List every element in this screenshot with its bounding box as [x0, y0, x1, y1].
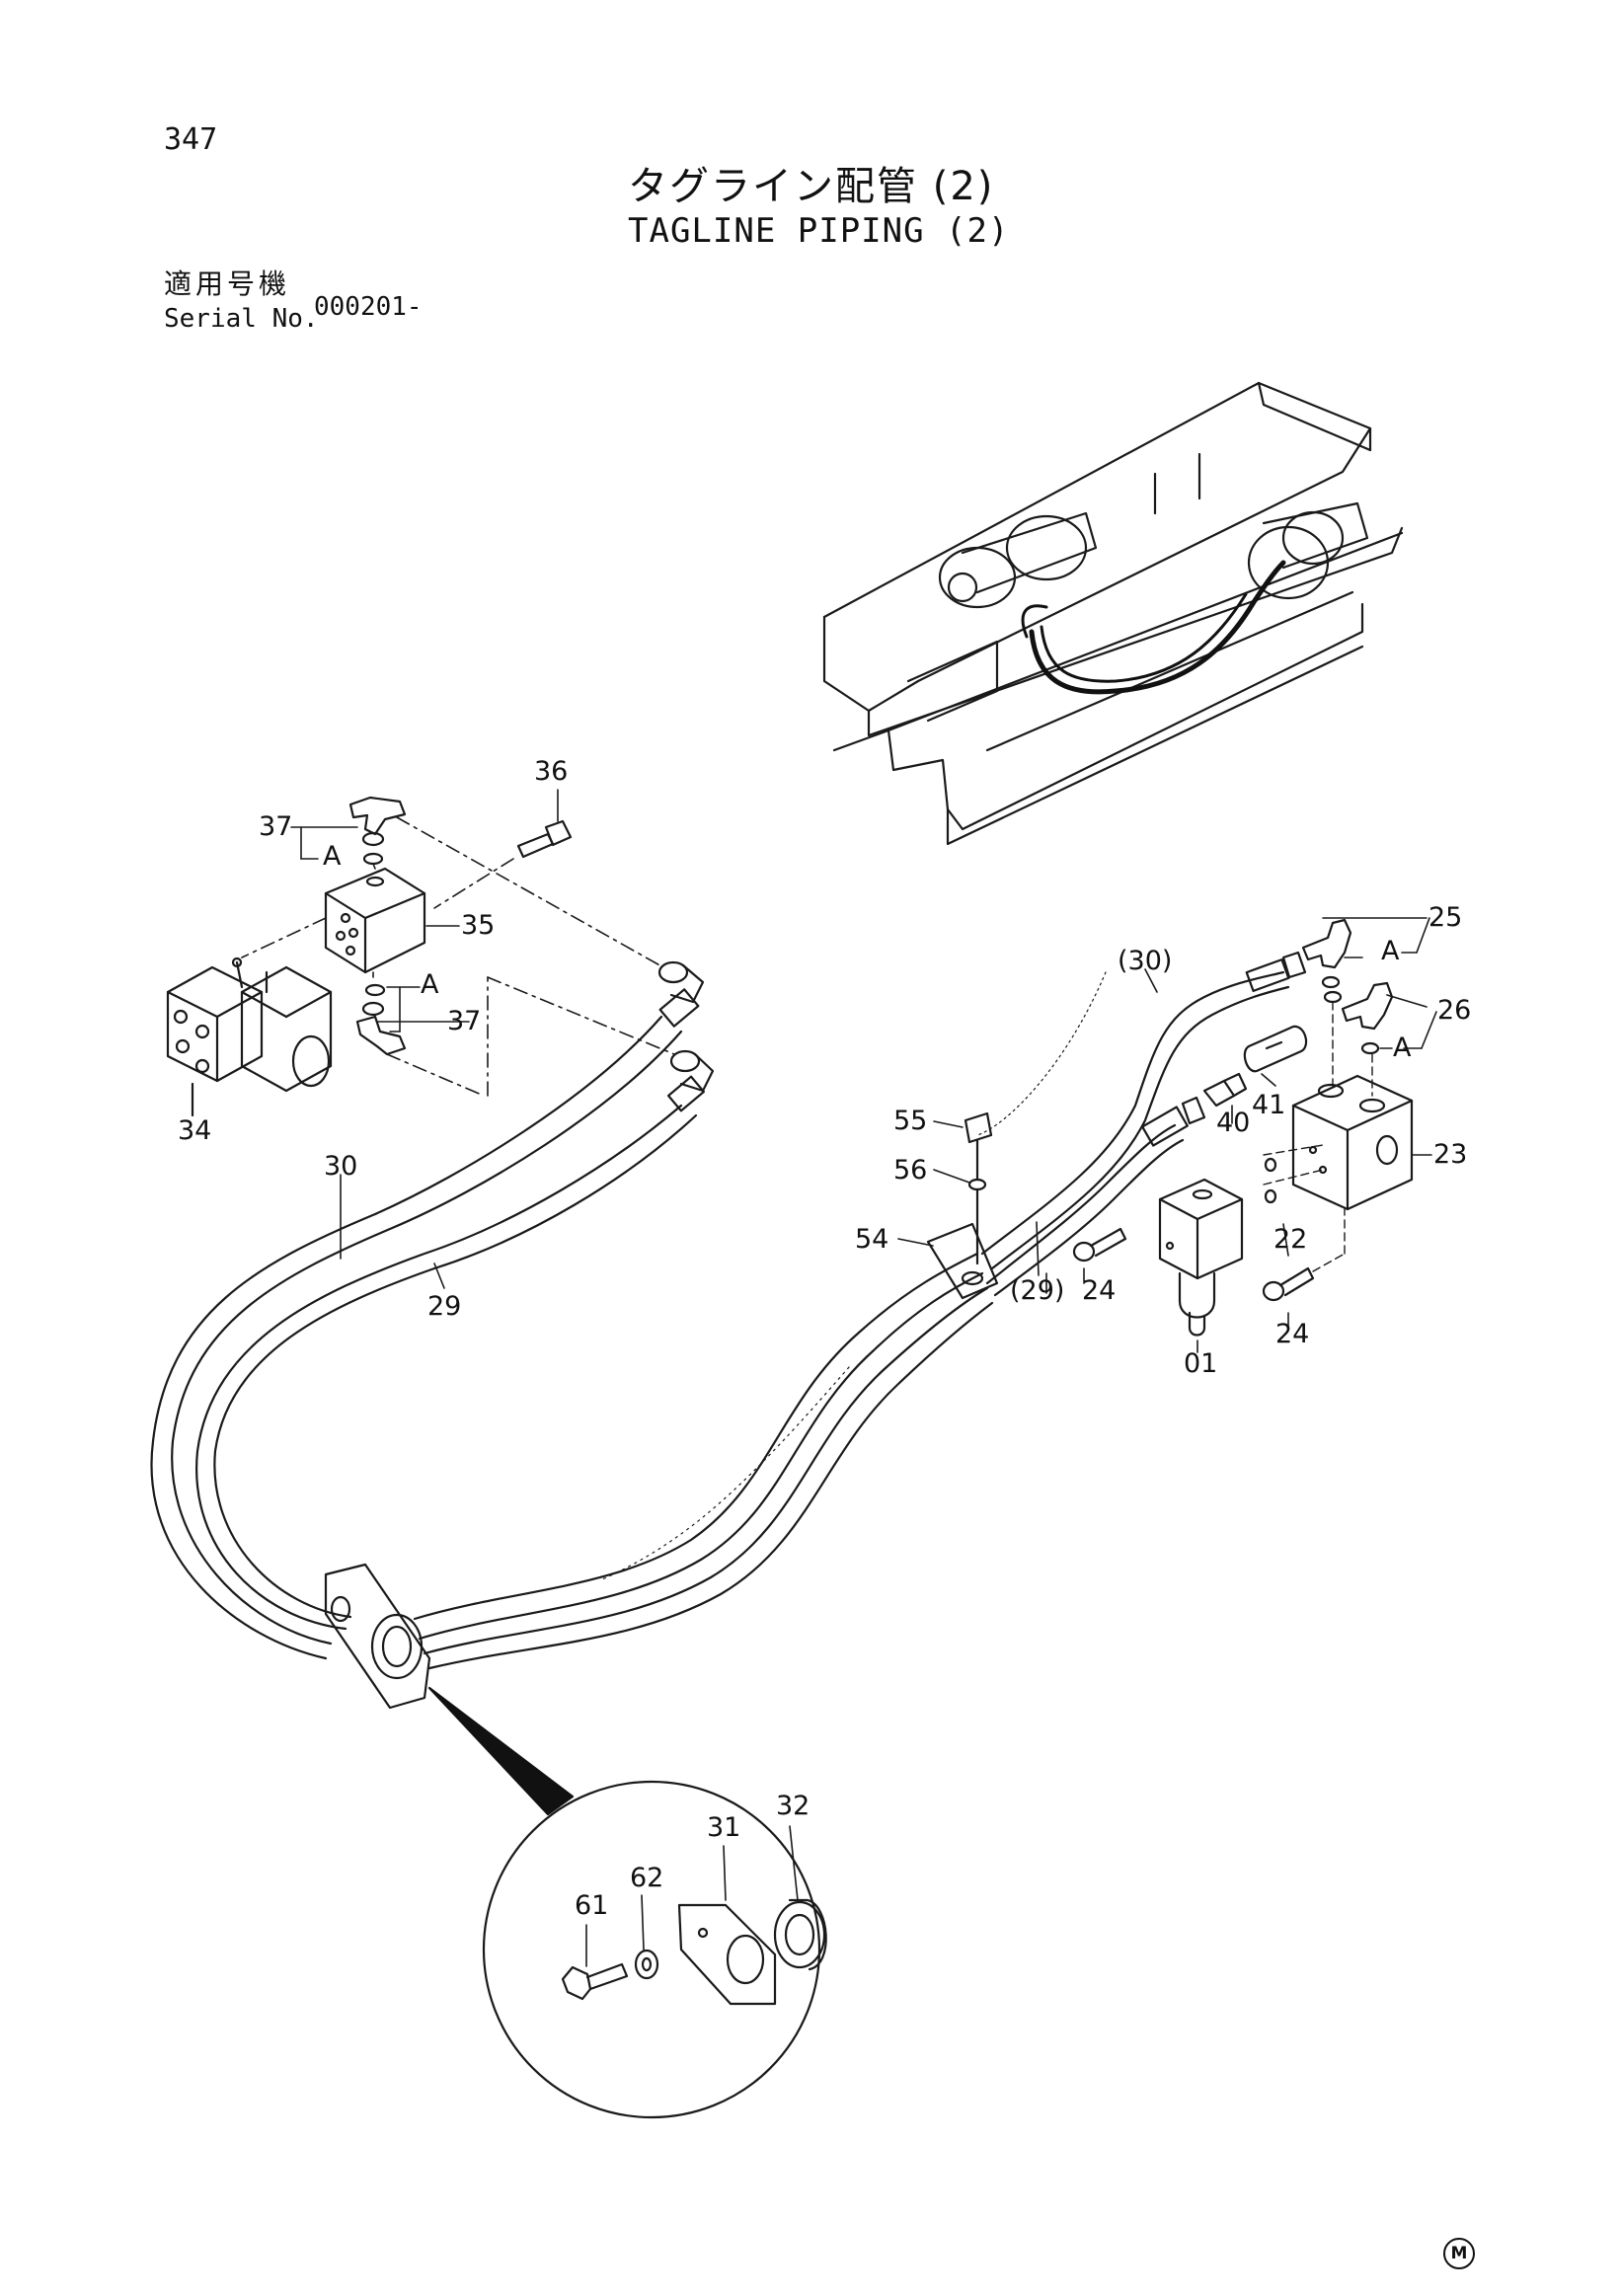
serial-range: 000201-	[314, 292, 423, 322]
callout-22: 22	[1273, 1224, 1308, 1255]
machine-overview-illustration	[822, 381, 1404, 846]
callout-34: 34	[178, 1115, 212, 1146]
callout-37-lower: 37	[447, 1006, 482, 1036]
adapter-40	[1202, 1072, 1248, 1108]
callout-31: 31	[707, 1812, 741, 1843]
detail-view-callout	[427, 1686, 827, 2119]
check-valve-41	[1243, 1025, 1308, 1073]
callout-54: 54	[855, 1224, 889, 1255]
bolt-24-left	[1072, 1227, 1127, 1263]
page-title-english: TAGLINE PIPING (2)	[628, 211, 1010, 251]
callout-56: 56	[893, 1155, 928, 1186]
callout-24-left: 24	[1082, 1275, 1117, 1306]
hose-clamp-54	[926, 1111, 999, 1300]
callout-40: 40	[1216, 1108, 1251, 1138]
serial-label-japanese: 適用号機	[164, 268, 291, 300]
callout-01: 01	[1184, 1348, 1218, 1379]
leader-dash-lines-left	[241, 816, 675, 1097]
bolt-24-right	[1262, 1266, 1315, 1302]
page-title-japanese: タグライン配管 (2)	[628, 164, 995, 209]
callout-35: 35	[461, 910, 496, 941]
callout-37-upper: 37	[259, 811, 293, 842]
callout-55: 55	[893, 1106, 928, 1136]
solenoid-valve-34	[166, 957, 333, 1117]
callout-29-ref: (29)	[1010, 1275, 1065, 1306]
callout-30: 30	[324, 1151, 358, 1182]
tee-fitting-37-upper	[348, 796, 407, 866]
hose-assemblies-29-30	[150, 970, 1290, 1670]
serial-label-english: Serial No.	[164, 304, 319, 334]
manufacturer-mark: M	[1443, 2238, 1475, 2269]
callout-29: 29	[427, 1291, 462, 1322]
callout-25: 25	[1428, 902, 1463, 933]
valve-01	[1158, 1178, 1244, 1337]
hose-end-fittings-left	[657, 960, 715, 1112]
valve-block-23	[1263, 1074, 1414, 1211]
callout-32: 32	[776, 1791, 810, 1821]
callout-41: 41	[1252, 1090, 1286, 1120]
callout-61: 61	[575, 1890, 609, 1921]
callout-62: 62	[630, 1863, 664, 1893]
callout-23: 23	[1433, 1139, 1468, 1170]
callout-36: 36	[534, 756, 569, 787]
callout-26: 26	[1437, 995, 1472, 1026]
grommet-plate-assembly	[324, 1563, 431, 1710]
callout-24-right: 24	[1275, 1319, 1310, 1349]
tee-fitting-37-lower	[355, 983, 407, 1056]
callout-view-a-2: A	[421, 969, 439, 1000]
o-rings-22	[1264, 1157, 1277, 1204]
hose-end-fittings-right	[1141, 951, 1307, 1147]
callout-leader-lines	[290, 789, 1437, 1967]
callout-view-a-1: A	[323, 841, 342, 872]
page-number: 347	[164, 122, 218, 157]
manifold-block-35	[324, 867, 426, 974]
tee-fitting-26	[1332, 981, 1394, 1097]
callout-view-a-4: A	[1393, 1033, 1412, 1063]
tee-fitting-25	[1301, 918, 1352, 1004]
callout-view-a-3: A	[1381, 936, 1400, 966]
callout-30-ref: (30)	[1118, 946, 1173, 976]
bolt-36	[516, 819, 573, 859]
